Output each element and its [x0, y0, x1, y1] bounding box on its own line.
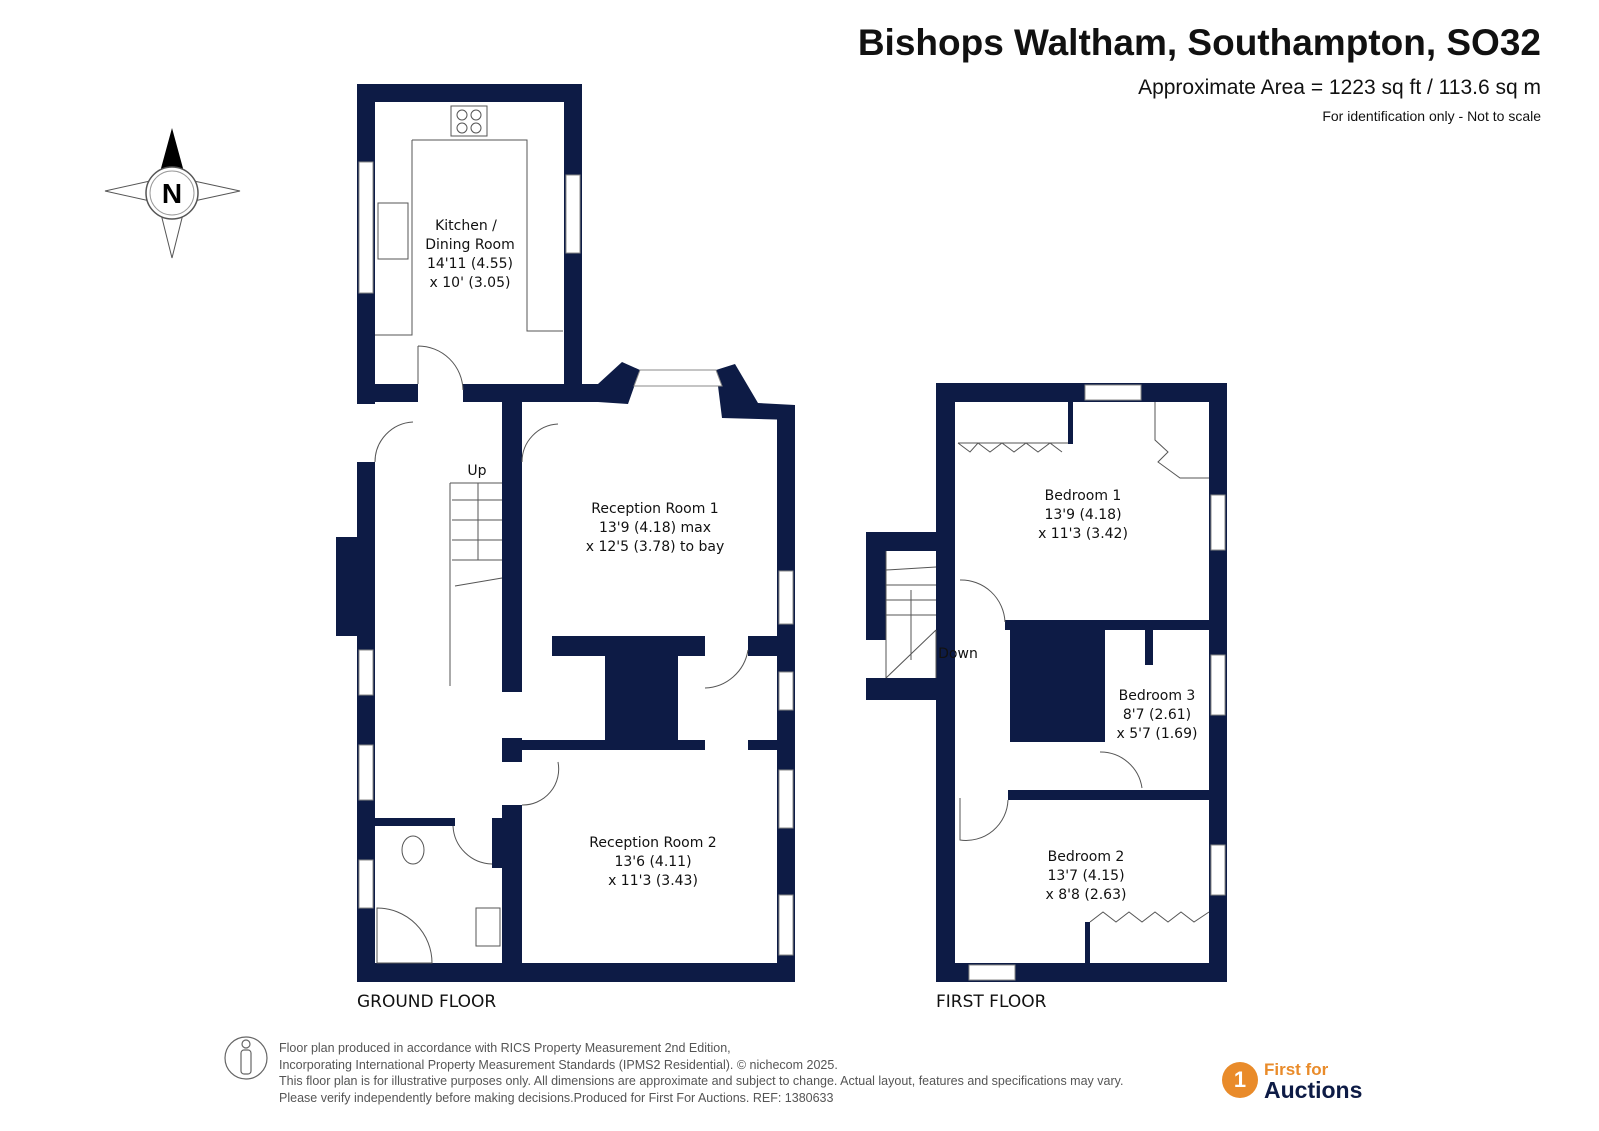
room-dimension: 8'7 (2.61): [1123, 707, 1191, 723]
room-dimension: 14'11 (4.55): [427, 256, 513, 272]
room-name: Bedroom 2: [1048, 849, 1125, 865]
ground-floor-labels: Up Kitchen / Dining Room 14'11 (4.55) x …: [425, 218, 724, 889]
person-scale-icon: [224, 1036, 268, 1080]
room-dimension: 13'9 (4.18): [1044, 507, 1121, 523]
approximate-area: Approximate Area = 1223 sq ft / 113.6 sq…: [1138, 76, 1541, 99]
room-dimension: 13'9 (4.18) max: [599, 520, 711, 536]
first-floor-label: FIRST FLOOR: [936, 992, 1047, 1012]
first-floor-windows: [968, 384, 1226, 981]
ground-floor-windows: [358, 161, 794, 956]
room-dimension: x 8'8 (2.63): [1046, 887, 1127, 903]
room-dimension: x 11'3 (3.43): [608, 873, 698, 889]
room-dimension: x 12'5 (3.78) to bay: [586, 539, 725, 555]
shower-icon: [376, 907, 433, 964]
logo-line1: First for: [1264, 1060, 1329, 1079]
stairs-down-label: Down: [938, 646, 978, 662]
logo-line2: Auctions: [1264, 1077, 1363, 1103]
stairs-up-label: Up: [467, 463, 486, 479]
first-floor-labels: Down Bedroom 1 13'9 (4.18) x 11'3 (3.42)…: [938, 488, 1197, 903]
compass-icon: N: [104, 128, 241, 259]
disclaimer-note: For identification only - Not to scale: [1322, 108, 1541, 124]
room-name: Bedroom 1: [1045, 488, 1122, 504]
logo-mark-icon: 1: [1222, 1062, 1258, 1098]
ground-floor-label: GROUND FLOOR: [357, 992, 497, 1012]
room-name: Kitchen /: [435, 218, 497, 234]
footer-line: This floor plan is for illustrative purp…: [279, 1074, 1124, 1088]
room-dimension: 13'7 (4.15): [1047, 868, 1124, 884]
room-dimension: x 5'7 (1.69): [1117, 726, 1198, 742]
toilet-icon: [401, 835, 425, 865]
ground-floor-fixtures: [374, 105, 749, 964]
footer-disclaimer: Floor plan produced in accordance with R…: [279, 1040, 1123, 1106]
page-title: Bishops Waltham, Southampton, SO32: [857, 22, 1541, 63]
room-dimension: x 10' (3.05): [430, 275, 511, 291]
basin-icon: [475, 907, 501, 947]
hob-icon: [450, 105, 488, 137]
room-name: Dining Room: [425, 237, 515, 253]
footer-line: Please verify independently before makin…: [279, 1090, 834, 1105]
footer-line: Incorporating International Property Mea…: [279, 1057, 838, 1072]
room-dimension: 13'6 (4.11): [614, 854, 691, 870]
room-name: Reception Room 2: [589, 835, 716, 851]
sink-icon: [377, 202, 409, 260]
room-name: Bedroom 3: [1119, 688, 1196, 704]
first-for-auctions-logo: 1 First for Auctions: [1222, 1060, 1363, 1103]
footer-line: Floor plan produced in accordance with R…: [279, 1041, 731, 1055]
room-name: Reception Room 1: [591, 501, 718, 517]
compass-label: N: [162, 178, 182, 209]
first-floor-fixtures: [885, 402, 1210, 923]
room-dimension: x 11'3 (3.42): [1038, 526, 1128, 542]
